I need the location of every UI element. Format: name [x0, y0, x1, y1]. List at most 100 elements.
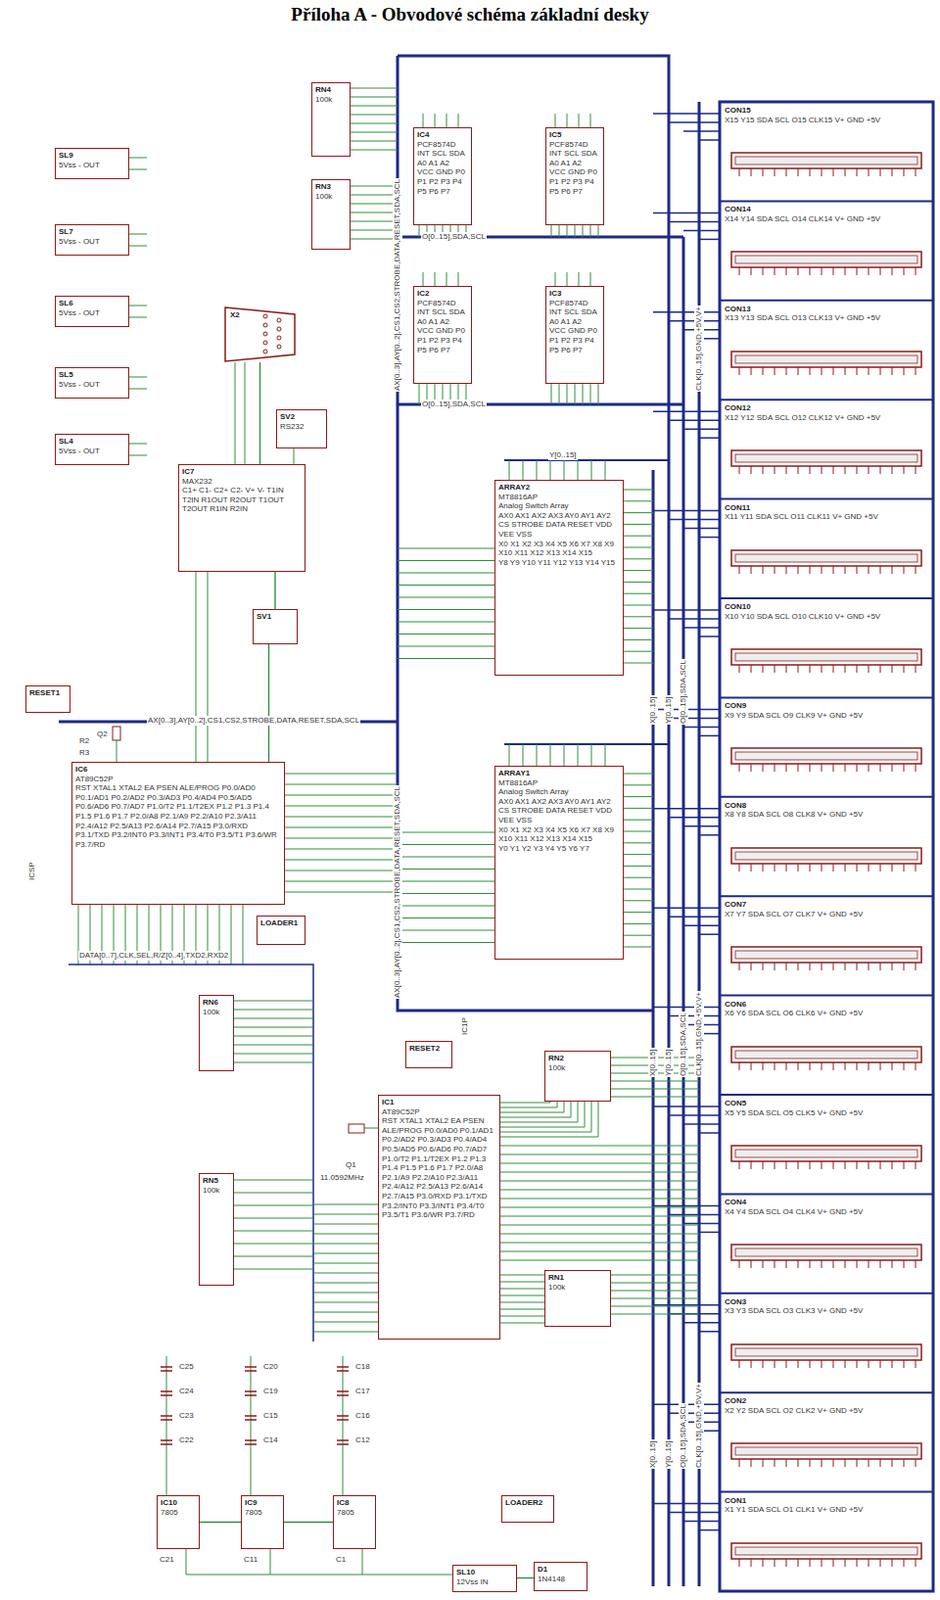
part-name: SL7 — [58, 227, 126, 237]
header-body — [731, 351, 922, 368]
capacitor-symbol — [336, 1390, 349, 1393]
wire — [623, 662, 654, 664]
header-slot — [735, 1447, 918, 1456]
part-name: CON15 — [724, 105, 929, 116]
wire — [574, 225, 576, 237]
bus-tap — [699, 1131, 720, 1134]
bus-tap — [653, 112, 720, 115]
part-name: IC4 — [417, 130, 469, 141]
header-pin — [856, 863, 858, 872]
part-name: IC2 — [417, 288, 469, 299]
wire — [166, 1356, 168, 1496]
part-value: 7805 — [244, 1507, 281, 1518]
wire — [623, 819, 654, 821]
switch-array-chip: ARRAY2MT8816APAnalog Switch ArrayAX0 AX1… — [494, 479, 624, 676]
board-connector: CON2X2 Y2 SDA SCL O2 CLK2 V+ GND +5V — [721, 1394, 932, 1490]
wire — [313, 1272, 378, 1274]
wire — [313, 1214, 378, 1216]
header-pin — [915, 763, 917, 772]
wire — [500, 1224, 700, 1226]
header-pin — [739, 763, 741, 772]
part-value: 1N4148 — [537, 1574, 584, 1585]
bus-label: CLK[0..15],GND,+5V,V+ — [694, 305, 705, 392]
wire — [242, 904, 244, 965]
header-body — [731, 847, 922, 864]
header-pin — [868, 168, 870, 177]
wire — [623, 935, 654, 937]
bus-label: Y[0..15] — [663, 1439, 674, 1469]
header-pin — [751, 1360, 752, 1368]
header-pin — [845, 168, 846, 177]
wire — [234, 1256, 314, 1258]
header-pin — [809, 1360, 811, 1368]
header-pin — [798, 267, 799, 276]
wire — [500, 1101, 578, 1123]
header-pin — [821, 664, 823, 673]
wire — [397, 609, 495, 611]
voltage-regulator: IC97805 — [240, 1495, 284, 1550]
header-body — [731, 649, 922, 665]
header-body — [731, 1046, 922, 1063]
header-pin — [868, 1062, 870, 1071]
part-value: Y8 Y9 Y10 Y11 Y12 Y13 Y14 Y15 — [498, 558, 620, 568]
wire — [284, 773, 398, 775]
header-pin — [798, 1360, 799, 1368]
wire — [623, 831, 654, 833]
header-pin — [798, 168, 799, 177]
header-pin — [915, 466, 917, 474]
header-pin — [868, 1458, 870, 1467]
wire — [500, 1101, 558, 1108]
wire — [129, 234, 147, 235]
header-pin — [892, 1360, 893, 1368]
wire — [564, 744, 565, 766]
wire — [129, 388, 147, 390]
bus-tap — [683, 1123, 720, 1126]
header-pin — [739, 367, 741, 376]
header-pin — [856, 267, 858, 276]
wire — [623, 535, 654, 537]
wire — [284, 795, 398, 797]
header-pin — [786, 466, 788, 474]
header-slot — [735, 1050, 918, 1059]
header-pin — [880, 1161, 882, 1170]
part-name: ARRAY1 — [498, 768, 620, 779]
bus-label: X[0..15] — [648, 1047, 658, 1078]
header-pin — [809, 863, 811, 872]
header-pin — [809, 1558, 811, 1567]
row-divider — [719, 398, 934, 401]
bus-label: Y[0..15] — [663, 1047, 674, 1078]
bus-line — [504, 743, 669, 746]
header-slot — [735, 950, 918, 959]
bus-tap — [699, 635, 720, 638]
part-name: SL5 — [58, 370, 126, 380]
row-divider — [719, 597, 934, 600]
connector-frame — [719, 101, 934, 1592]
header-pin — [880, 1260, 882, 1269]
capacitor-symbol — [244, 1414, 257, 1417]
board-connector: CON12X12 Y12 SDA SCL O12 CLK12 V+ GND +5… — [721, 401, 932, 497]
header-pin — [739, 1360, 741, 1368]
header-body — [731, 946, 922, 963]
header-pin — [774, 1260, 776, 1269]
wire — [611, 1081, 700, 1082]
bus-tap — [699, 436, 720, 439]
header-pin — [856, 1062, 858, 1071]
board-connector: CON7X7 Y7 SDA SCL O7 CLK7 V+ GND +5V — [721, 897, 932, 993]
header-pin — [786, 1458, 788, 1467]
wire — [611, 1306, 700, 1308]
header-pin — [809, 1062, 811, 1071]
header-body — [731, 251, 922, 268]
wire — [458, 113, 460, 128]
header-pin — [845, 1360, 846, 1368]
header-pin — [868, 267, 870, 276]
wire — [186, 1574, 453, 1576]
header-pin — [915, 1558, 917, 1567]
part-name: CON3 — [724, 1297, 929, 1308]
part-name: IC10 — [160, 1498, 196, 1508]
wire — [623, 639, 654, 641]
header-pin — [762, 1161, 764, 1170]
wire — [590, 225, 592, 237]
wire — [397, 584, 495, 586]
header-pin — [845, 664, 846, 673]
bus-label: AX[0..3],AY[0..2],CS1,CS2,STROBE,DATA,RE… — [392, 785, 403, 999]
